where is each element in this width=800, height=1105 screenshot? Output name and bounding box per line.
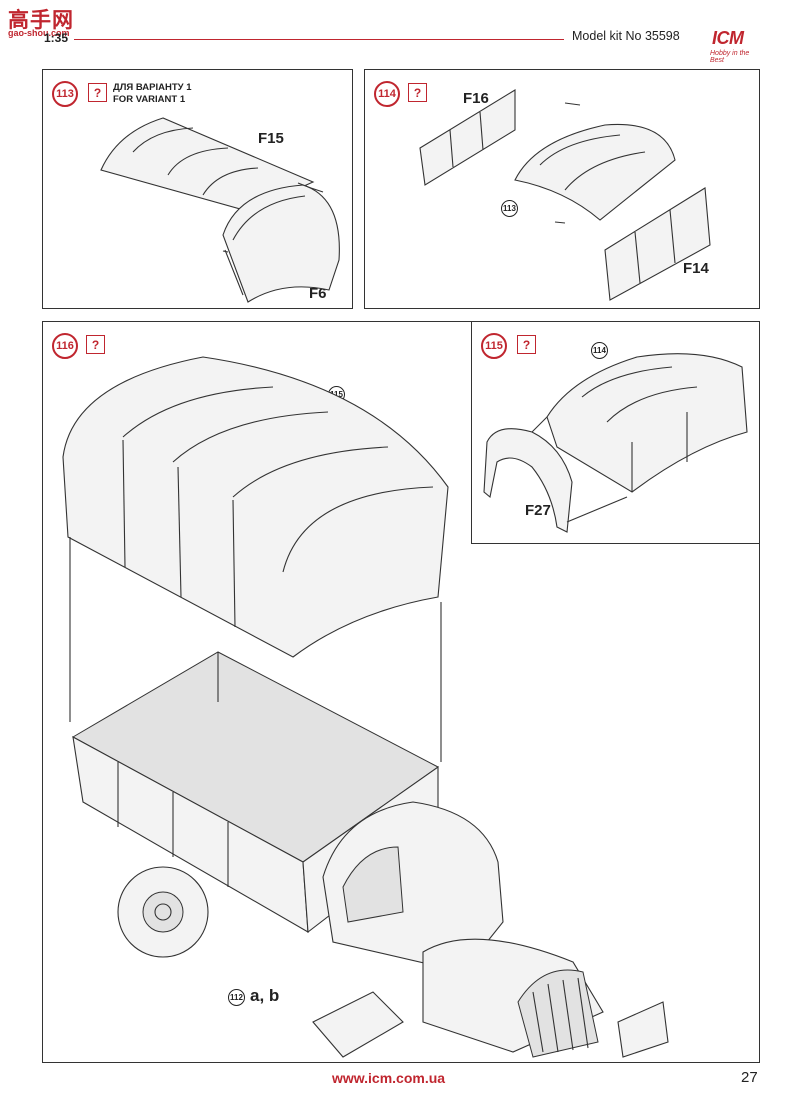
ref-step-114: 114: [591, 342, 608, 359]
canopy-f27-drawing: [483, 353, 748, 533]
truck-with-canopy-drawing: [62, 356, 669, 1058]
step-116-panel: 116 ? 115 112 a, b: [42, 321, 760, 1063]
part-label-f14: F14: [683, 260, 709, 277]
page-number: 27: [741, 1069, 758, 1086]
brand-name: ICM: [712, 28, 744, 48]
step-115-question-icon: ?: [517, 335, 536, 354]
step-114-question-icon: ?: [408, 83, 427, 102]
watermark-url: gao-shou.com: [8, 28, 70, 38]
canopy-f15-f6-drawing: [100, 117, 340, 303]
part-label-f15: F15: [258, 130, 284, 147]
step-116-badge: 116: [52, 333, 78, 359]
step-113-badge: 113: [52, 81, 78, 107]
ref-step-113: 113: [501, 200, 518, 217]
step-113-panel: 113 ? ДЛЯ ВАРІАНТУ 1 FOR VARIANT 1 F15 F…: [42, 69, 353, 309]
part-label-f6: F6: [309, 285, 327, 302]
scale-label: 1:35: [44, 31, 69, 45]
step-114-badge: 114: [374, 81, 400, 107]
ref-step-112-variants: a, b: [250, 986, 280, 1005]
model-kit-number: Model kit No 35598: [572, 29, 680, 43]
step-115-panel: 115 ? 114 F27: [471, 321, 760, 544]
step-113-variant-ua: ДЛЯ ВАРІАНТУ 1: [113, 82, 192, 93]
part-label-f16: F16: [463, 90, 489, 107]
step-115-badge: 115: [481, 333, 507, 359]
step-114-panel: 114 ? F16 F14 113: [364, 69, 760, 309]
step-116-question-icon: ?: [86, 335, 105, 354]
brand-tagline: Hobby in the Best: [710, 50, 750, 64]
canopy-f16-f14-drawing: [419, 89, 711, 301]
step-113-variant-en: FOR VARIANT 1: [113, 94, 186, 105]
icm-logo: ICM Hobby in the Best: [700, 22, 762, 66]
part-label-f27: F27: [525, 502, 551, 519]
watermark-logo-text: 高手网: [8, 9, 74, 32]
ref-step-112: 112: [228, 989, 245, 1006]
header-divider: [74, 39, 564, 40]
step-113-question-icon: ?: [88, 83, 107, 102]
footer-website-link[interactable]: www.icm.com.ua: [332, 1070, 446, 1086]
